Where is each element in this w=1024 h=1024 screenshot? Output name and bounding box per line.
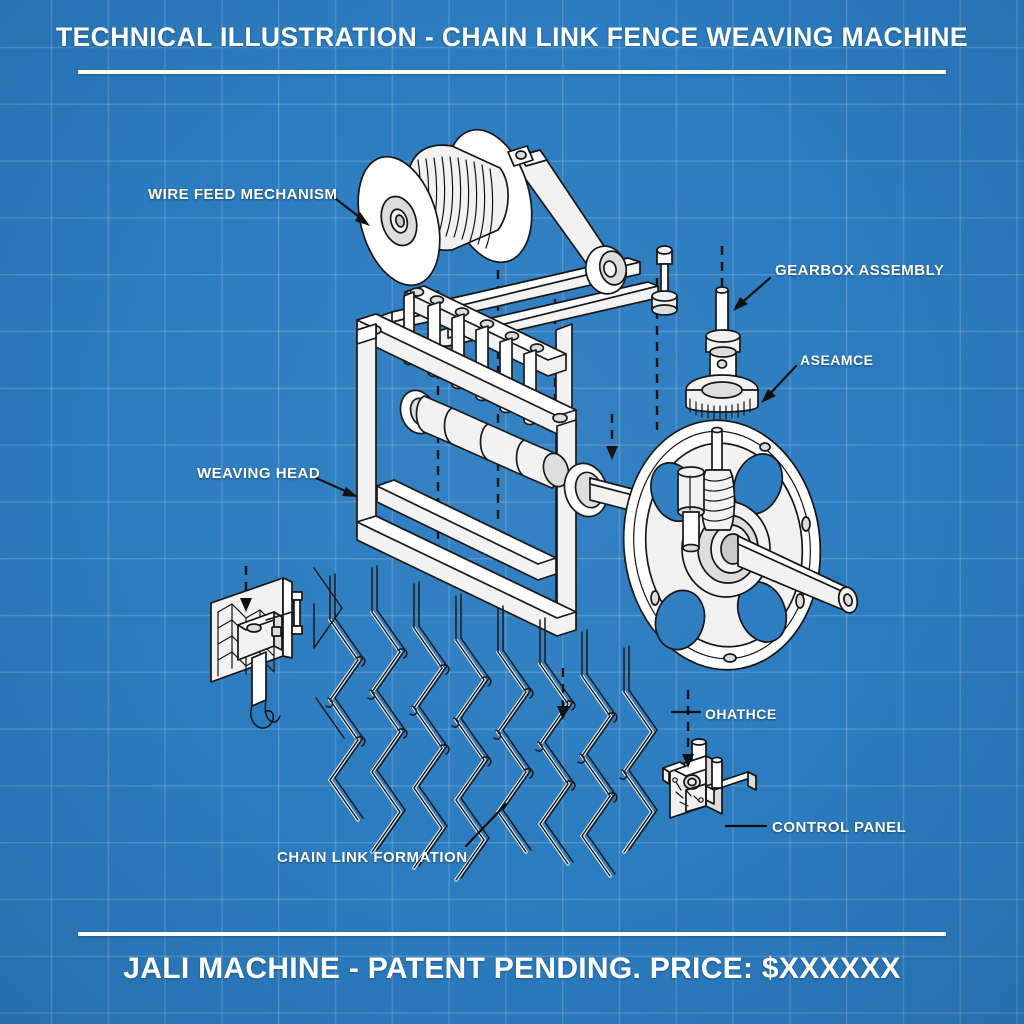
page-title: TECHNICAL ILLUSTRATION - CHAIN LINK FENC… <box>56 22 968 52</box>
drive-axle <box>737 535 859 614</box>
flywheel-bolt-holes <box>650 442 811 663</box>
worm-gear <box>677 426 736 553</box>
panel-switch-marks <box>672 777 704 807</box>
fastener-pin <box>651 245 678 316</box>
exploded-view-dashed-lines <box>244 246 724 760</box>
callout-label-chain-link: CHAIN LINK FORMATION <box>277 849 468 866</box>
footer-bar: JALI MACHINE - PATENT PENDING. PRICE: $X… <box>0 952 1024 986</box>
flywheel-assembly <box>622 419 859 671</box>
footer-text: JALI MACHINE - PATENT PENDING. PRICE: $X… <box>123 952 901 985</box>
header-rule <box>78 70 946 74</box>
wire-spool-assembly <box>357 128 659 347</box>
callout-label-control-panel: CONTROL PANEL <box>772 819 907 836</box>
mesh-wire-strands <box>313 567 658 881</box>
callout-leader-lines <box>314 194 798 848</box>
weaving-head-frame <box>356 285 661 637</box>
gear-teeth <box>689 398 751 420</box>
callout-label-weaving-head: WEAVING HEAD <box>197 465 321 482</box>
gearbox-gear-assembly <box>651 245 759 420</box>
title-bar: TECHNICAL ILLUSTRATION - CHAIN LINK FENC… <box>0 22 1024 53</box>
mesh-top-prongs <box>313 565 630 693</box>
exploded-drop-arrows <box>240 446 694 768</box>
footer-rule <box>78 932 946 936</box>
callout-label-gearbox: GEARBOX ASSEMBLY <box>775 262 945 279</box>
callout-label-ohathce: OHATHCE <box>705 706 777 722</box>
mesh-panel-hook-assembly <box>210 577 303 729</box>
control-panel-box <box>662 738 757 819</box>
callout-label-wire-feed: WIRE FEED MECHANISM <box>148 186 338 203</box>
roller-drum <box>399 389 570 489</box>
callout-label-aseamce: ASEAMCE <box>800 352 874 368</box>
chain-link-mesh-fabric <box>313 565 658 882</box>
